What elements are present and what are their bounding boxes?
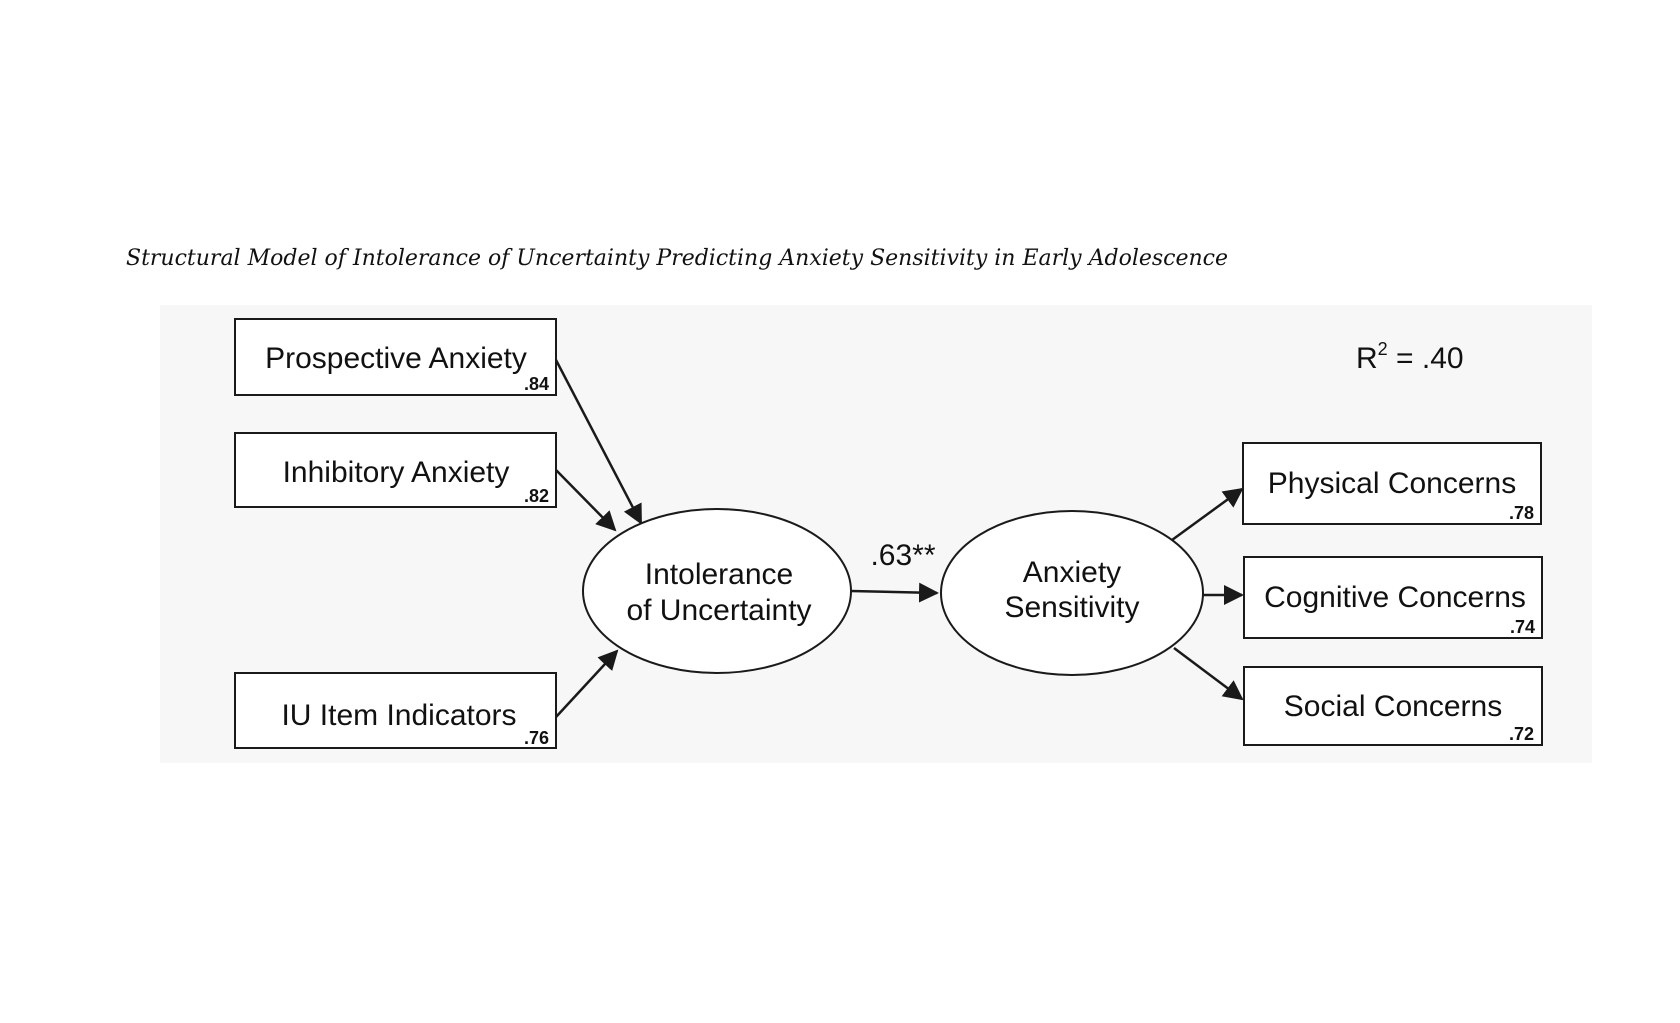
loading-value: .82 — [524, 486, 549, 506]
indicator-label: Physical Concerns — [1268, 467, 1516, 500]
arrow-inhibitory-to-iu — [555, 469, 617, 532]
arrow-iu-to-as — [850, 582, 939, 603]
loading-value: .76 — [524, 728, 549, 748]
latent-label-line1: Intolerance — [645, 558, 793, 591]
indicator-prospective-anxiety: Prospective Anxiety .84 — [234, 318, 557, 396]
arrow-as-to-social — [1173, 647, 1244, 701]
loading-value: .78 — [1509, 503, 1534, 523]
latent-anxiety-sensitivity: Anxiety Sensitivity — [940, 510, 1204, 676]
indicator-iu-item-indicators: IU Item Indicators .76 — [234, 672, 557, 749]
arrow-items-to-iu — [555, 649, 619, 718]
figure-caption: Structural Model of Intolerance of Uncer… — [126, 246, 1229, 271]
indicator-inhibitory-anxiety: Inhibitory Anxiety .82 — [234, 432, 557, 508]
indicator-label: Social Concerns — [1284, 690, 1502, 723]
indicator-social-concerns: Social Concerns .72 — [1243, 666, 1543, 746]
indicator-physical-concerns: Physical Concerns .78 — [1242, 442, 1542, 525]
latent-label-line2: of Uncertainty — [626, 594, 811, 627]
indicator-label: Prospective Anxiety — [265, 342, 527, 375]
latent-label-line1: Anxiety — [1023, 556, 1121, 589]
path-coefficient: .63** — [870, 539, 935, 572]
latent-label-line2: Sensitivity — [1004, 591, 1139, 624]
arrow-as-to-physical — [1171, 487, 1244, 542]
indicator-cognitive-concerns: Cognitive Concerns .74 — [1243, 556, 1543, 639]
indicator-label: Inhibitory Anxiety — [283, 456, 510, 489]
latent-intolerance-of-uncertainty: Intolerance of Uncertainty — [582, 508, 852, 674]
loading-value: .72 — [1509, 724, 1534, 744]
indicator-label: Cognitive Concerns — [1264, 581, 1526, 614]
loading-value: .84 — [524, 374, 549, 394]
arrow-prospective-to-iu — [554, 359, 643, 525]
r-squared: R2 = .40 — [1356, 339, 1464, 375]
loading-value: .74 — [1510, 617, 1535, 637]
indicator-label: IU Item Indicators — [281, 699, 516, 732]
